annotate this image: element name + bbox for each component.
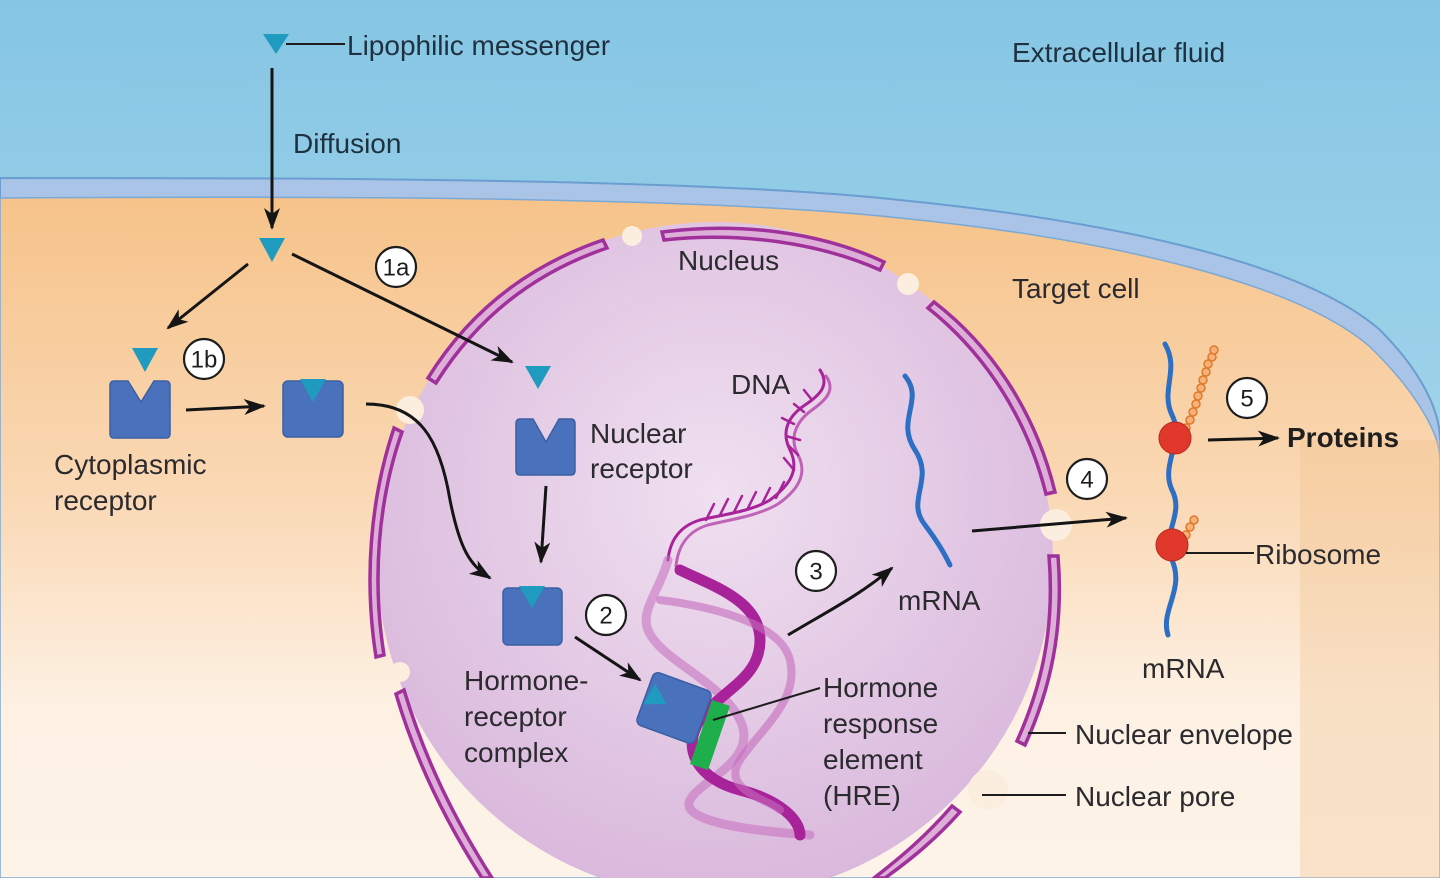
ribosome-label: Ribosome [1255, 539, 1381, 570]
arrow-receptor-to-complex [534, 485, 551, 564]
cytoplasmic-receptor-label-line2: receptor [54, 485, 157, 516]
binding-arrow [185, 399, 266, 416]
cytoplasmic-receptor-label-line1: Cytoplasmic [54, 449, 206, 480]
arrow-complex-to-nucleus [365, 402, 492, 580]
cytoplasmic-receptor [109, 380, 171, 439]
hormone-icon [132, 348, 158, 372]
hormone-icon [525, 366, 551, 389]
mrna-strand-cytoplasm [1162, 341, 1179, 638]
protein-synthesis-arrow [1207, 430, 1280, 447]
nuclear-pores [390, 226, 1072, 810]
hre-leader-line [712, 687, 821, 721]
step-3-badge: 3 [794, 549, 838, 593]
nuclear-receptor-label-line2: receptor [590, 453, 693, 484]
nuclear-envelope-label: Nuclear envelope [1075, 719, 1293, 750]
extracellular-fluid-label: Extracellular fluid [1012, 37, 1225, 68]
mrna-nucleus-label: mRNA [898, 585, 981, 616]
complex-label-line3: complex [464, 737, 568, 768]
nuclear-pore-label: Nuclear pore [1075, 781, 1235, 812]
step-1a-badge: 1a [374, 245, 418, 289]
arrow-to-cytoplasmic-receptor [166, 262, 249, 330]
step-5-badge: 5 [1225, 376, 1269, 420]
nuclear-envelope [368, 226, 1062, 878]
cytoplasmic-hormone-receptor-complex [282, 379, 344, 438]
cytoplasm-shade [1300, 440, 1440, 878]
mrna-cytoplasm-label: mRNA [1142, 653, 1225, 684]
hre-label-line4: (HRE) [823, 780, 901, 811]
diffusion-label: Diffusion [293, 128, 401, 159]
ribosome-icon [1155, 528, 1189, 562]
hre-label-line2: response [823, 708, 938, 739]
transcription-arrow [787, 566, 894, 637]
step-1b-badge: 1b [182, 337, 226, 381]
nucleus [377, 222, 1053, 878]
svg-text:4: 4 [1080, 467, 1093, 494]
step-4-badge: 4 [1065, 457, 1109, 501]
arrow-to-nuclear-receptor [291, 252, 514, 364]
hormone-icon [263, 34, 289, 54]
target-cell-label: Target cell [1012, 273, 1140, 304]
nucleus-label: Nucleus [678, 245, 779, 276]
svg-text:1a: 1a [383, 255, 410, 282]
ribosome-icon [1158, 421, 1192, 455]
complex-label-line1: Hormone- [464, 665, 588, 696]
hormone-receptor-complex [502, 586, 563, 646]
svg-text:5: 5 [1240, 386, 1253, 413]
proteins-label: Proteins [1287, 422, 1399, 453]
step-2-badge: 2 [584, 593, 628, 637]
nuclear-receptor [515, 418, 576, 476]
arrow-complex-to-hre [574, 635, 642, 682]
svg-text:1b: 1b [191, 347, 218, 374]
mrna-export-arrow [971, 511, 1128, 533]
complex-label-line2: receptor [464, 701, 567, 732]
mrna-strand-nucleus [902, 373, 953, 568]
hre-label-line1: Hormone [823, 672, 938, 703]
lipophilic-messenger-label: Lipophilic messenger [347, 30, 610, 61]
nuclear-receptor-label-line1: Nuclear [590, 418, 686, 449]
hormone-icon [259, 238, 285, 262]
hre-label-line3: element [823, 744, 923, 775]
svg-text:3: 3 [809, 559, 822, 586]
svg-text:2: 2 [599, 603, 612, 630]
dna-label: DNA [731, 369, 790, 400]
